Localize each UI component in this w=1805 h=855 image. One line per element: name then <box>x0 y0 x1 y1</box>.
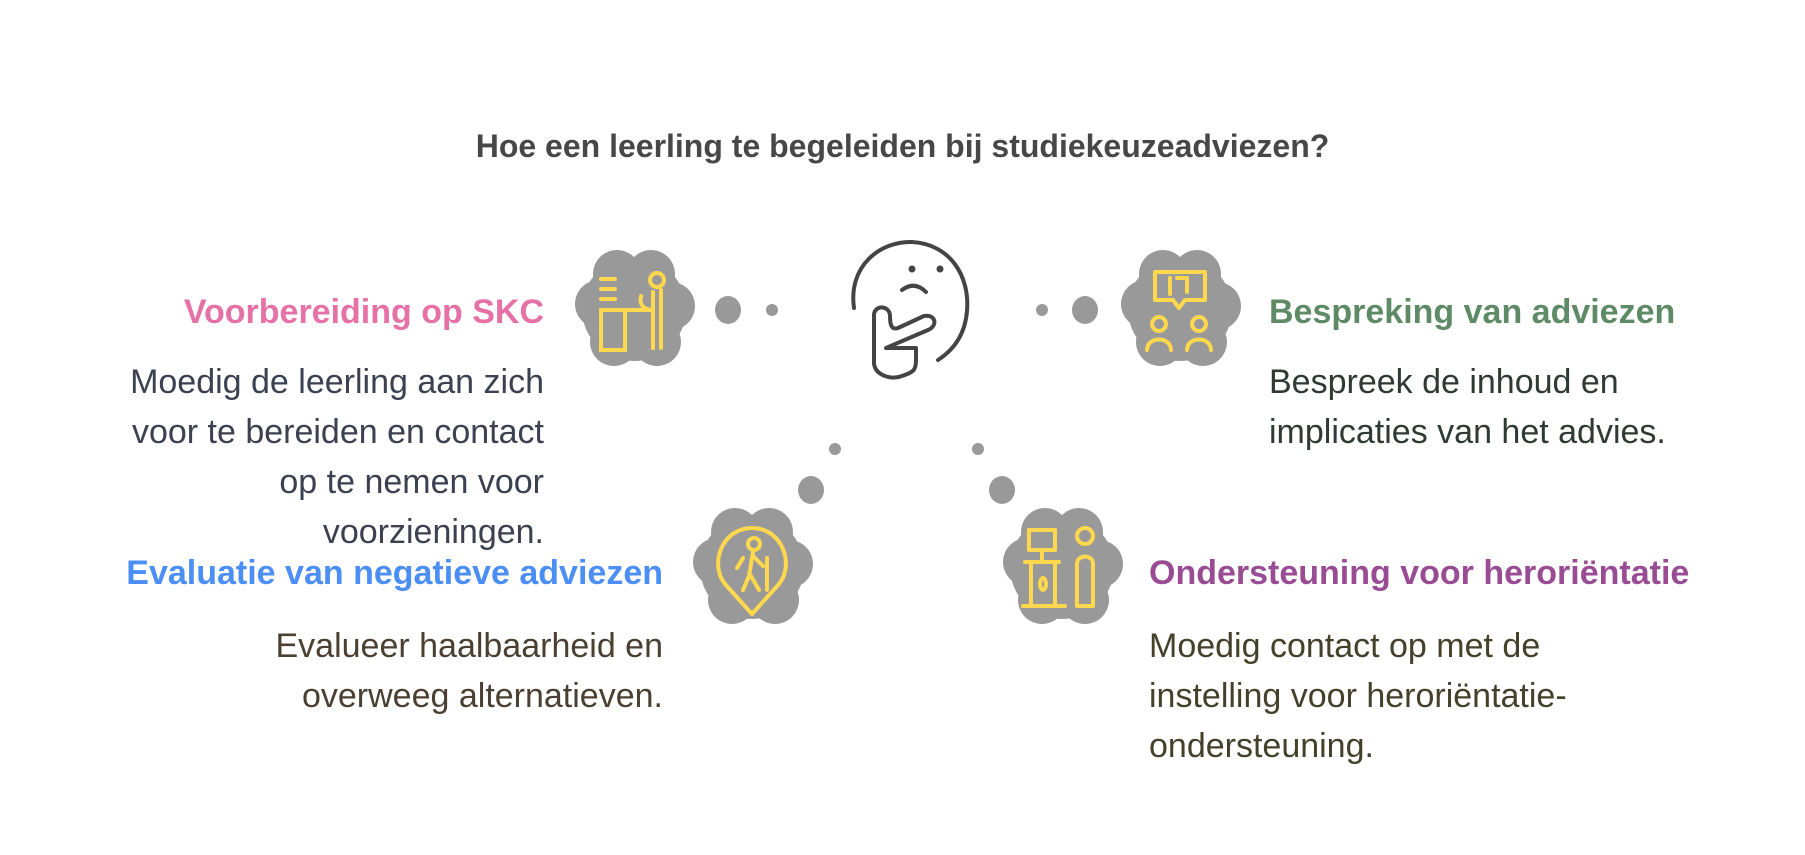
description-evaluatie: Evalueer haalbaarheid en overweeg altern… <box>275 621 663 721</box>
text-line: op te nemen voor <box>279 463 544 501</box>
heading-evaluatie: Evaluatie van negatieve adviezen <box>126 554 663 592</box>
text-line: voor te bereiden en contact <box>131 413 544 451</box>
thinking-face-icon <box>851 239 970 380</box>
teacher-at-desk-icon <box>575 250 695 366</box>
description-bespreking: Bespreek de inhoud en implicaties van he… <box>1269 357 1666 457</box>
connector-dot <box>989 476 1015 504</box>
text-line: Evalueer haalbaarheid en <box>275 627 663 665</box>
text-line: Bespreek de inhoud en <box>1269 363 1619 401</box>
description-voorbereiding: Moedig de leerling aan zich voor te bere… <box>130 357 544 557</box>
connector-dot <box>715 296 741 324</box>
text-line: ondersteuning. <box>1149 727 1374 765</box>
connector-dot <box>1036 304 1048 316</box>
heading-ondersteuning: Ondersteuning voor heroriëntatie <box>1149 554 1690 592</box>
connector-dot <box>766 304 778 316</box>
diagram-title: Hoe een leerling te begeleiden bij studi… <box>475 128 1330 164</box>
description-ondersteuning: Moedig contact op met de instelling voor… <box>1149 621 1567 771</box>
discussion-people-icon <box>1121 250 1241 366</box>
text-line: implicaties van het advies. <box>1269 413 1666 451</box>
heading-bespreking: Bespreking van adviezen <box>1269 293 1676 331</box>
person-at-kiosk-icon <box>1003 508 1123 624</box>
text-line: voorzieningen. <box>322 513 544 551</box>
text-line: overweeg alternatieven. <box>301 677 663 715</box>
connector-dot <box>829 443 841 455</box>
text-line: instelling voor heroriëntatie- <box>1149 677 1567 715</box>
connector-dot <box>972 443 984 455</box>
text-line: Moedig contact op met de <box>1149 627 1541 665</box>
connector-dot <box>798 476 824 504</box>
hiker-location-pin-icon <box>693 508 813 624</box>
heading-voorbereiding: Voorbereiding op SKC <box>183 293 544 331</box>
text-line: Moedig de leerling aan zich <box>130 363 544 401</box>
connector-dot <box>1072 296 1098 324</box>
